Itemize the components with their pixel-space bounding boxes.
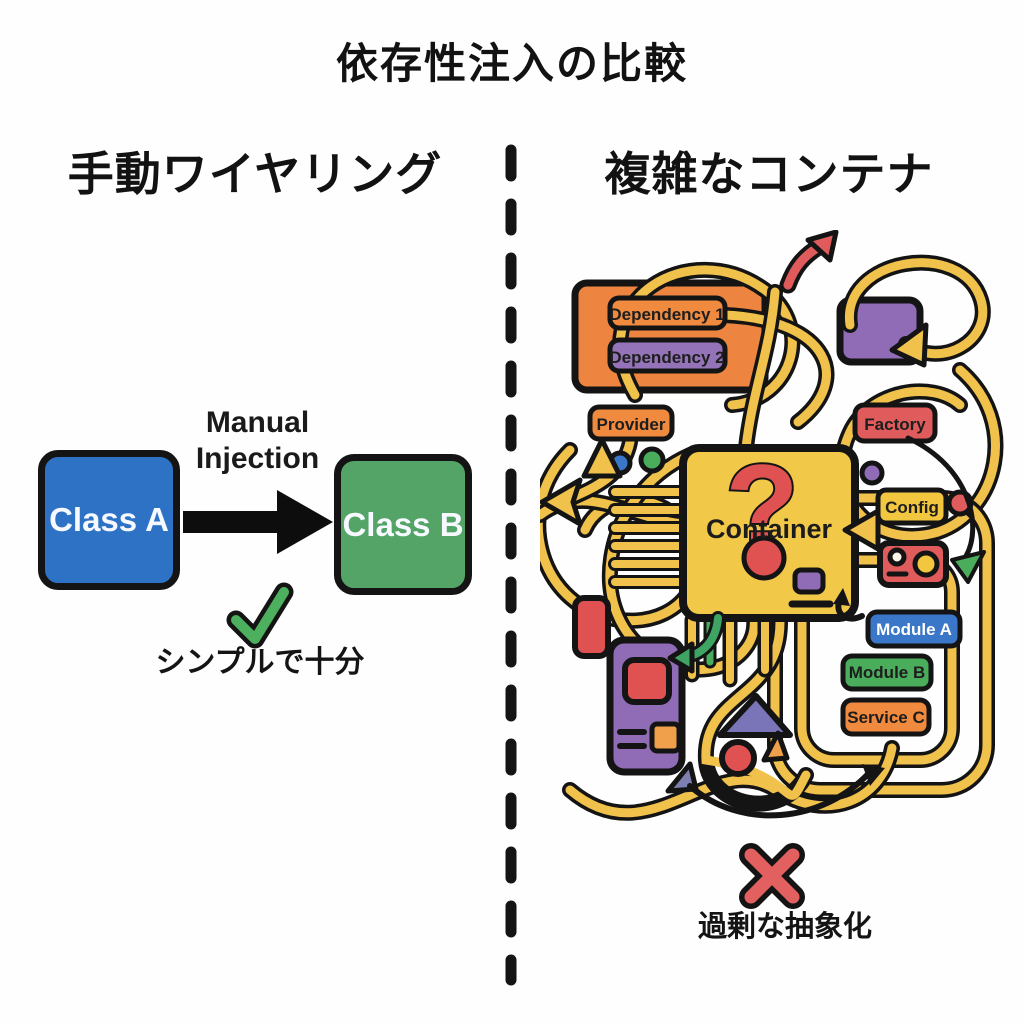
class-a-label: Class A [49, 501, 169, 538]
right-heading: 複雑なコンテナ [604, 148, 934, 200]
page-title: 依存性注入の比較 [335, 40, 688, 87]
cross-icon [739, 843, 805, 909]
right-caption: 過剰な抽象化 [697, 911, 872, 943]
dependency1-node: Dependency 1 [609, 305, 724, 324]
container-tangle-diagram: ? Container [540, 230, 1004, 821]
left-caption: シンプルで十分 [155, 646, 365, 679]
class-b-box: Class B [334, 454, 472, 595]
dependency2-node: Dependency 2 [609, 348, 724, 367]
right-arrow-icon [183, 490, 333, 554]
config-node: Config [885, 498, 939, 517]
provider-node: Provider [597, 415, 666, 434]
divider-dashed-line [505, 144, 517, 986]
factory-node: Factory [864, 415, 926, 434]
manual-injection-label: Manual Injection [195, 406, 320, 475]
module-b-node: Module B [849, 663, 926, 682]
left-heading: 手動ワイヤリング [67, 148, 443, 200]
class-b-label: Class B [342, 505, 464, 543]
service-c-node: Service C [847, 708, 925, 727]
module-a-node: Module A [876, 620, 952, 639]
checkmark-icon [226, 582, 294, 649]
container-node: Container [706, 514, 833, 544]
class-a-box: Class A [38, 450, 180, 590]
